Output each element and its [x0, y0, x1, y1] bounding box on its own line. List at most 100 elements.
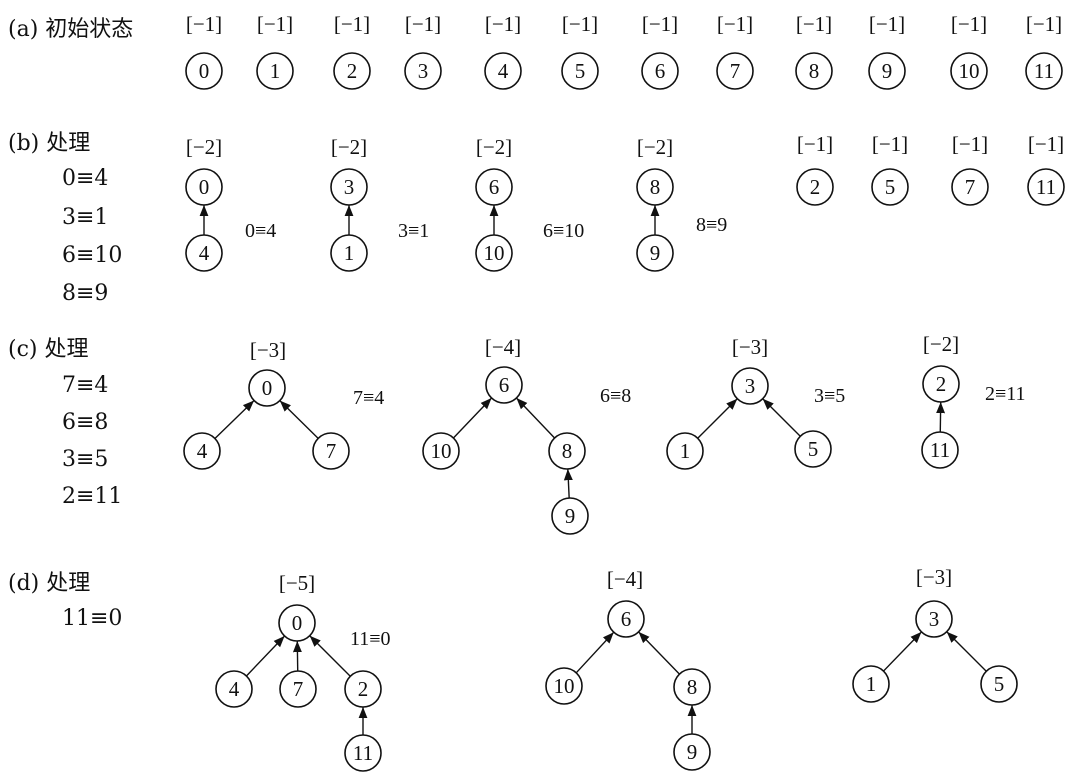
- section-c-op-2: 6≡8: [62, 410, 109, 435]
- row-a-weight-7: [−1]: [717, 12, 753, 36]
- row-c-child-5: 5: [794, 430, 832, 468]
- row-a-node-6: 6: [641, 52, 679, 90]
- row-a-weight-1: [−1]: [257, 12, 293, 36]
- row-d-grandchild-11: 11: [344, 734, 382, 772]
- row-c-grandchild-9: 9: [551, 497, 589, 535]
- row-d-child-10: 10: [545, 667, 583, 705]
- row-b-child-10-circle: [475, 234, 513, 272]
- row-b-node-5: 5: [871, 168, 909, 206]
- row-b-child-1-label: 1: [344, 241, 355, 265]
- row-c-root-3: 3: [731, 367, 769, 405]
- row-a-node-2-label: 2: [347, 59, 358, 83]
- row-d-edge-2-0: [309, 635, 351, 677]
- row-d-child-5: 5: [980, 665, 1018, 703]
- row-a-weight-9: [−1]: [869, 12, 905, 36]
- row-d-edge-10-6: [575, 631, 615, 674]
- row-d-child-7-label: 7: [293, 677, 304, 701]
- row-a-node-0: 0: [185, 52, 223, 90]
- row-b-root-3-label: 3: [344, 175, 355, 199]
- row-c-child-7-circle: [312, 432, 350, 470]
- row-d-grandchild-9-label: 9: [687, 740, 698, 764]
- row-a-node-10: 10: [950, 52, 988, 90]
- section-c-op-4: 2≡11: [62, 484, 123, 509]
- row-a-node-6-circle: [641, 52, 679, 90]
- row-c-child-5-label: 5: [808, 437, 819, 461]
- row-d-root-6-label: 6: [621, 607, 632, 631]
- row-a-node-0-circle: [185, 52, 223, 90]
- row-a-node-7: 7: [716, 52, 754, 90]
- row-a-weight-8: [−1]: [796, 12, 832, 36]
- row-b-child-9-label: 9: [650, 241, 661, 265]
- section-b-op-1: 0≡4: [62, 166, 109, 191]
- row-c-annotation-4: 2≡11: [985, 383, 1026, 405]
- row-d-child-5-label: 5: [994, 672, 1005, 696]
- row-c-edge-10-6: [452, 397, 493, 439]
- row-a-node-8: 8: [795, 52, 833, 90]
- row-d-grandchild-11-circle: [344, 734, 382, 772]
- row-c-child-4-label: 4: [197, 439, 208, 463]
- row-b-weight-7: [−1]: [952, 132, 988, 156]
- row-a-node-1-circle: [256, 52, 294, 90]
- row-d-child-2-circle: [344, 670, 382, 708]
- section-b-label: (b) 处理: [8, 131, 91, 156]
- row-c-child-1: 1: [666, 432, 704, 470]
- row-d-child-8: 8: [673, 668, 711, 706]
- row-b-annotation-3: 6≡10: [543, 220, 584, 242]
- row-b-weight-8: [−2]: [637, 135, 673, 159]
- row-d-root-0: 0: [278, 604, 316, 642]
- row-b-child-1-circle: [330, 234, 368, 272]
- row-a-weight-2: [−1]: [334, 12, 370, 36]
- row-b-child-4: 4: [185, 234, 223, 272]
- row-d-edge-5-3: [946, 631, 987, 672]
- row-b-node-2-circle: [796, 168, 834, 206]
- row-b-node-11-circle: [1027, 168, 1065, 206]
- row-c-child-5-circle: [794, 430, 832, 468]
- row-a-node-4: 4: [484, 52, 522, 90]
- row-b-child-4-label: 4: [199, 241, 210, 265]
- row-c-root-6: 6: [485, 366, 523, 404]
- row-c-root-0-circle: [248, 369, 286, 407]
- row-d-root-3-label: 3: [929, 607, 940, 631]
- section-d-label: (d) 处理: [8, 571, 91, 596]
- row-d-root-3: 3: [915, 600, 953, 638]
- row-b-root-6-label: 6: [489, 175, 500, 199]
- row-d-root-6: 6: [607, 600, 645, 638]
- row-c-weight-6: [−4]: [485, 335, 521, 359]
- row-c-child-4: 4: [183, 432, 221, 470]
- row-b-weight-2: [−1]: [797, 132, 833, 156]
- row-a-node-5: 5: [561, 52, 599, 90]
- section-d-op-1: 11≡0: [62, 606, 123, 631]
- row-d-edge-8-6: [638, 631, 680, 675]
- row-b-weight-11: [−1]: [1028, 132, 1064, 156]
- row-b-node-11: 11: [1027, 168, 1065, 206]
- row-a-node-11: 11: [1025, 52, 1063, 90]
- row-a-node-5-label: 5: [575, 59, 586, 83]
- row-a-node-2-circle: [333, 52, 371, 90]
- row-c-root-6-label: 6: [499, 373, 510, 397]
- row-d-root-3-circle: [915, 600, 953, 638]
- section-a-label: (a) 初始状态: [8, 17, 134, 42]
- row-d-child-5-circle: [980, 665, 1018, 703]
- section-c-op-3: 3≡5: [62, 447, 109, 472]
- row-d-weight-3: [−3]: [916, 565, 952, 589]
- row-a-node-2: 2: [333, 52, 371, 90]
- row-a-node-7-circle: [716, 52, 754, 90]
- row-c-root-0: 0: [248, 369, 286, 407]
- row-d-root-6-circle: [607, 600, 645, 638]
- row-b-child-4-circle: [185, 234, 223, 272]
- row-c-child-11: 11: [921, 431, 959, 469]
- row-b-node-5-circle: [871, 168, 909, 206]
- row-a-weight-0: [−1]: [186, 12, 222, 36]
- section-c-op-1: 7≡4: [62, 373, 109, 398]
- row-c-child-7-label: 7: [326, 439, 337, 463]
- row-b-annotation-4: 8≡9: [696, 214, 727, 236]
- row-c-edge-4-0: [214, 400, 255, 439]
- row-b-root-0-circle: [185, 168, 223, 206]
- row-a-node-11-circle: [1025, 52, 1063, 90]
- row-d-child-1: 1: [852, 665, 890, 703]
- row-c-grandchild-9-circle: [551, 497, 589, 535]
- section-b-op-4: 8≡9: [62, 281, 109, 306]
- row-a-node-10-label: 10: [959, 59, 980, 83]
- row-c-edge-5-3: [762, 398, 801, 437]
